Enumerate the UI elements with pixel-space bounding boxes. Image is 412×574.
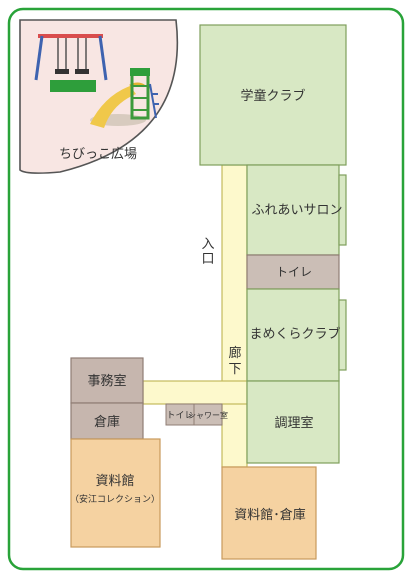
room-archive-storage-label: 資料館･倉庫	[234, 508, 306, 523]
room-archive-sublabel: （安江コレクション）	[70, 493, 160, 505]
corridor-west	[142, 380, 248, 405]
playground-area	[19, 19, 179, 174]
room-mamekura-club-label: まめくらクラブ	[249, 326, 340, 342]
corridor-label-1: 廊	[228, 345, 241, 361]
room-office-label: 事務室	[87, 373, 126, 389]
room-archive-label: 資料館	[95, 474, 134, 489]
entrance-label-2: 口	[201, 252, 214, 267]
room-cooking-label: 調理室	[274, 415, 313, 431]
room-fureai-salon	[246, 164, 340, 256]
playground-label: ちびっこ広場	[59, 147, 137, 162]
slide-icon	[90, 68, 159, 128]
room-toilet-small-label: トイレ	[166, 411, 193, 421]
room-cooking	[246, 380, 340, 464]
entrance-label-1: 入	[201, 237, 214, 252]
corridor	[221, 164, 248, 468]
room-mamekura-club-bay	[338, 299, 347, 371]
room-shower-label: シャワー室	[188, 410, 228, 420]
corridor-label-2: 下	[228, 362, 241, 377]
swing-icon	[34, 34, 108, 92]
room-fureai-salon-label: ふれあいサロン	[251, 203, 342, 218]
room-archive	[70, 438, 161, 548]
room-toilet-right-label: トイレ	[276, 265, 312, 279]
room-fureai-salon-bay	[338, 174, 347, 246]
room-gakudo-club-label: 学童クラブ	[240, 88, 305, 104]
room-mamekura-club	[246, 288, 340, 382]
room-shower	[193, 403, 223, 426]
room-office	[70, 357, 144, 404]
room-archive-storage	[221, 466, 317, 560]
room-storage-label: 倉庫	[94, 415, 120, 430]
